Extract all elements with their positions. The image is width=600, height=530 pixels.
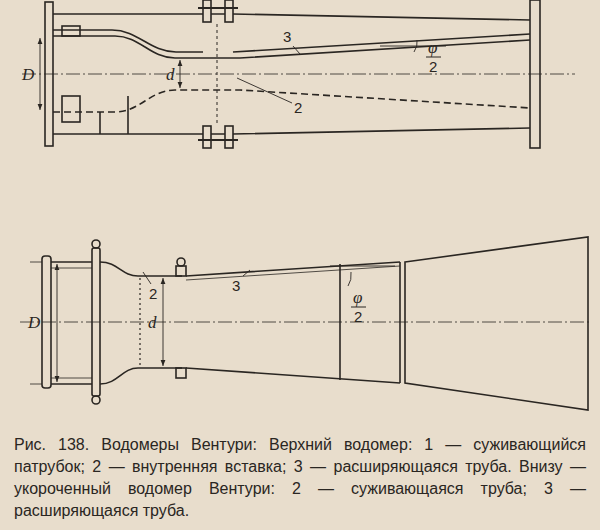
callout-number: 2 xyxy=(149,286,157,301)
angle-label: φ xyxy=(353,289,362,306)
figure-caption: Рис. 138. Водомеры Вентури: Верхний водо… xyxy=(14,434,586,522)
short-meter xyxy=(20,237,592,410)
upper-meter xyxy=(22,0,575,148)
dimension-label: d xyxy=(166,66,175,83)
callout-number: 3 xyxy=(283,29,291,44)
callout-number: 3 xyxy=(232,278,240,293)
angle-label: φ xyxy=(428,39,437,56)
angle-label: 2 xyxy=(429,59,437,74)
dimension-label: d xyxy=(148,314,157,331)
dimension-label: D xyxy=(22,66,34,83)
dimension-label: D xyxy=(28,314,40,331)
angle-label: 2 xyxy=(354,309,362,324)
callout-number: 2 xyxy=(294,100,302,115)
